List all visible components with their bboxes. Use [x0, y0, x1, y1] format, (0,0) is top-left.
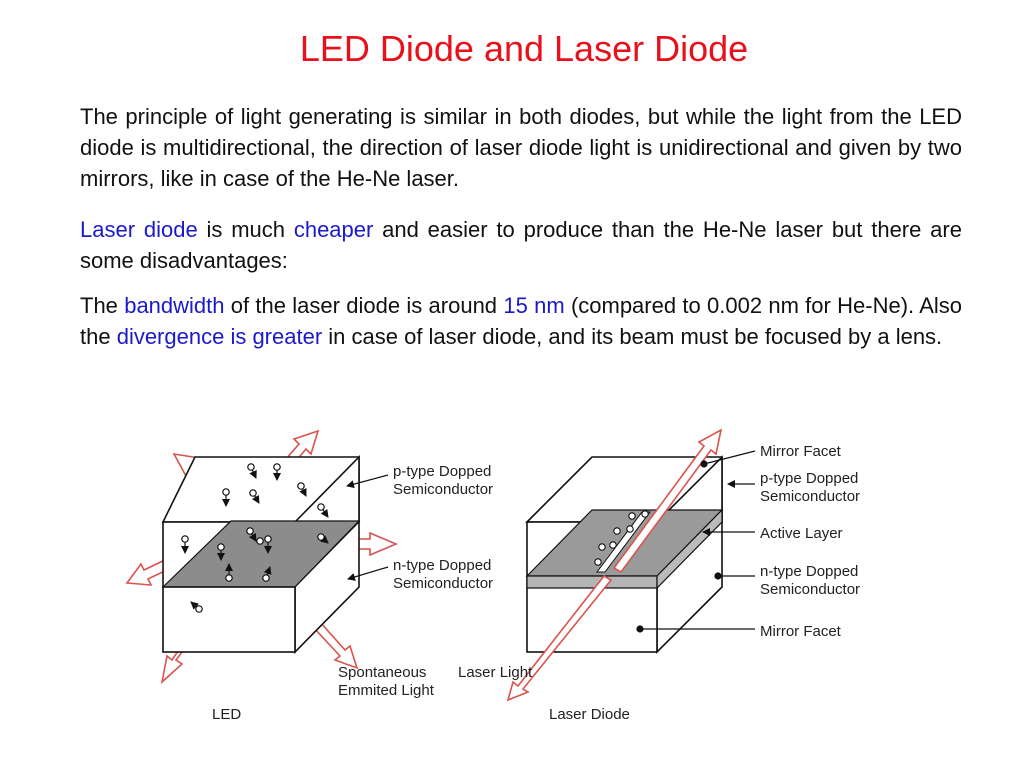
- term-cheaper: cheaper: [293, 217, 374, 242]
- laser-diagram: Mirror Facet p-type Dopped Semiconductor…: [458, 428, 860, 723]
- laser-carriers: [594, 510, 649, 566]
- laser-n-label-2: Semiconductor: [760, 581, 860, 598]
- led-p-label-2: Semiconductor: [393, 481, 493, 498]
- term-bandwidth: bandwidth: [124, 293, 225, 318]
- laser-light-label: Laser Light: [458, 664, 533, 681]
- laser-caption: Laser Diode: [549, 706, 630, 723]
- term-divergence: divergence is greater: [116, 324, 323, 349]
- laser-p-label-1: p-type Dopped: [760, 470, 858, 487]
- laser-n-label-1: n-type Dopped: [760, 563, 858, 580]
- led-spontaneous-label-2: Emmited Light: [338, 682, 435, 699]
- laser-mirror-facet-bottom: Mirror Facet: [760, 623, 842, 640]
- led-label-leaders: [346, 474, 389, 581]
- led-diagram: p-type Dopped Semiconductor n-type Doppe…: [125, 429, 493, 723]
- led-spontaneous-label-1: Spontaneous: [338, 664, 426, 681]
- laser-label-leaders: [636, 450, 756, 633]
- paragraph-principle: The principle of light generating is sim…: [80, 104, 962, 191]
- term-15nm: 15 nm: [503, 293, 565, 318]
- led-n-label-2: Semiconductor: [393, 575, 493, 592]
- led-p-label-1: p-type Dopped: [393, 463, 491, 480]
- paragraph-cost: Laser diode is much cheaper and easier t…: [80, 214, 962, 276]
- led-n-label-1: n-type Dopped: [393, 557, 491, 574]
- term-laser-diode: Laser diode: [80, 217, 198, 242]
- text-segment: and easier to produce than the He-Ne las…: [80, 217, 962, 273]
- text-segment: is much: [197, 217, 294, 242]
- laser-light-beam: [506, 428, 723, 702]
- text-segment: of the laser diode is around: [224, 293, 504, 318]
- paragraph-disadvantages: The bandwidth of the laser diode is arou…: [80, 290, 962, 352]
- page-title: LED Diode and Laser Diode: [299, 28, 749, 69]
- led-caption: LED: [212, 706, 241, 723]
- laser-mirror-facet-top: Mirror Facet: [760, 443, 842, 460]
- text-segment: The: [80, 293, 125, 318]
- text-segment: (compared to 0.002 nm for He-Ne). Also t…: [80, 293, 963, 349]
- text-segment: in case of laser diode, and its beam mus…: [322, 324, 943, 349]
- led-carriers: [181, 463, 329, 613]
- laser-p-label-2: Semiconductor: [760, 488, 860, 505]
- laser-active-label: Active Layer: [760, 525, 843, 542]
